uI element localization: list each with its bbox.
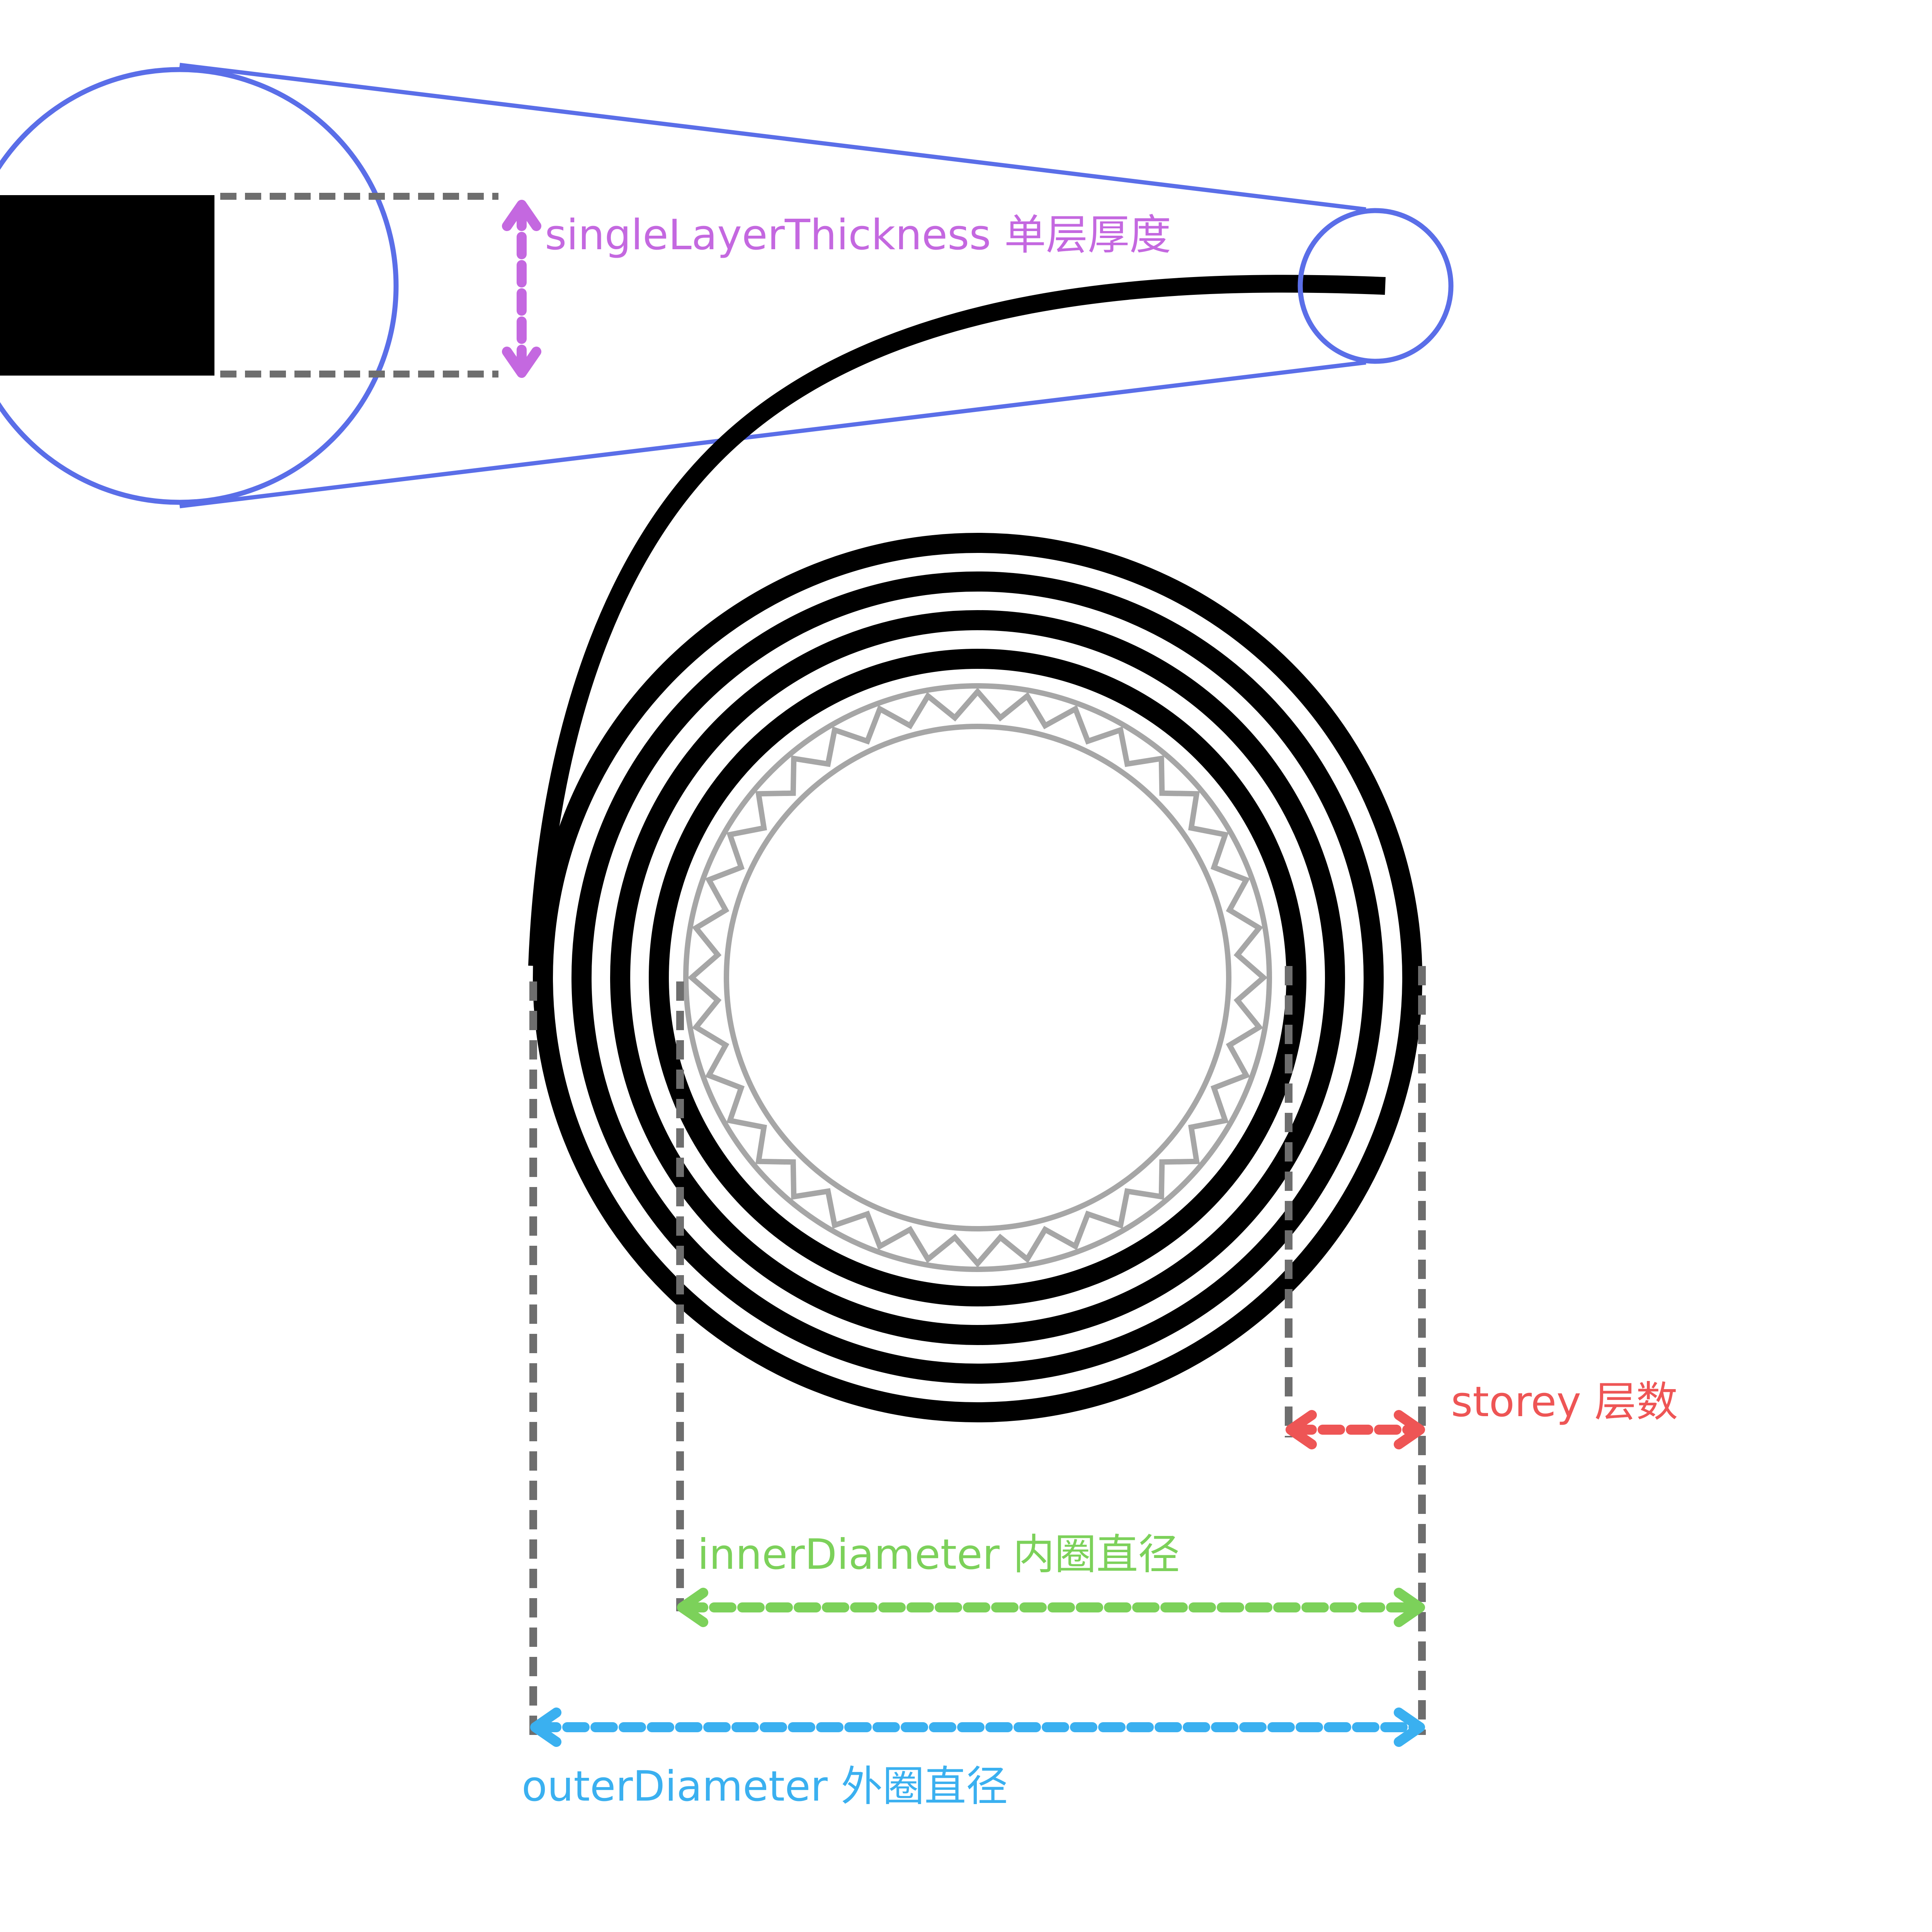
outer-diameter-arrowhead-left [530, 1708, 561, 1747]
outer-diameter-arrowhead-right [1394, 1708, 1425, 1747]
single-layer-thickness-label: singleLayerThickness 单层厚度 [545, 211, 1171, 259]
core-zigzag [687, 687, 1268, 1268]
strip-end-marker [1298, 208, 1454, 364]
roll [528, 208, 1454, 1422]
thickness-arrow [502, 200, 541, 378]
thickness-arrowhead-down [502, 347, 541, 378]
zoom-callout [0, 63, 1366, 509]
storey-arrowhead-left [1286, 1410, 1317, 1449]
core-inner-ring [724, 724, 1231, 1231]
inner-diameter-label: innerDiameter 内圈直径 [697, 1531, 1180, 1579]
inner-diameter-arrowhead-left [677, 1588, 708, 1627]
storey-arrow [1286, 1410, 1425, 1449]
zoom-magnifier-circle [0, 67, 399, 505]
zoomed-strip-section [0, 195, 214, 376]
roll-layer-2 [571, 571, 1384, 1384]
core-outer-ring [683, 683, 1272, 1272]
outer-diameter-arrow [530, 1708, 1425, 1747]
inner-diameter-arrowhead-right [1394, 1588, 1425, 1627]
storey-label: storey 层数 [1451, 1378, 1678, 1426]
roll-outer-tail [528, 275, 1386, 966]
roll-layer-4 [649, 649, 1306, 1306]
inner-diameter-arrow [677, 1588, 1425, 1627]
zoom-connector-bottom [179, 360, 1366, 509]
zoom-connector-top [179, 63, 1366, 212]
roll-layer-1 [533, 533, 1422, 1422]
dimension-guides [529, 966, 1426, 1735]
thickness-arrowhead-up [502, 200, 541, 231]
storey-arrowhead-right [1394, 1410, 1425, 1449]
core [683, 683, 1272, 1272]
roll-layer-3 [610, 610, 1345, 1345]
outer-diameter-label: outerDiameter 外圈直径 [522, 1762, 1008, 1811]
